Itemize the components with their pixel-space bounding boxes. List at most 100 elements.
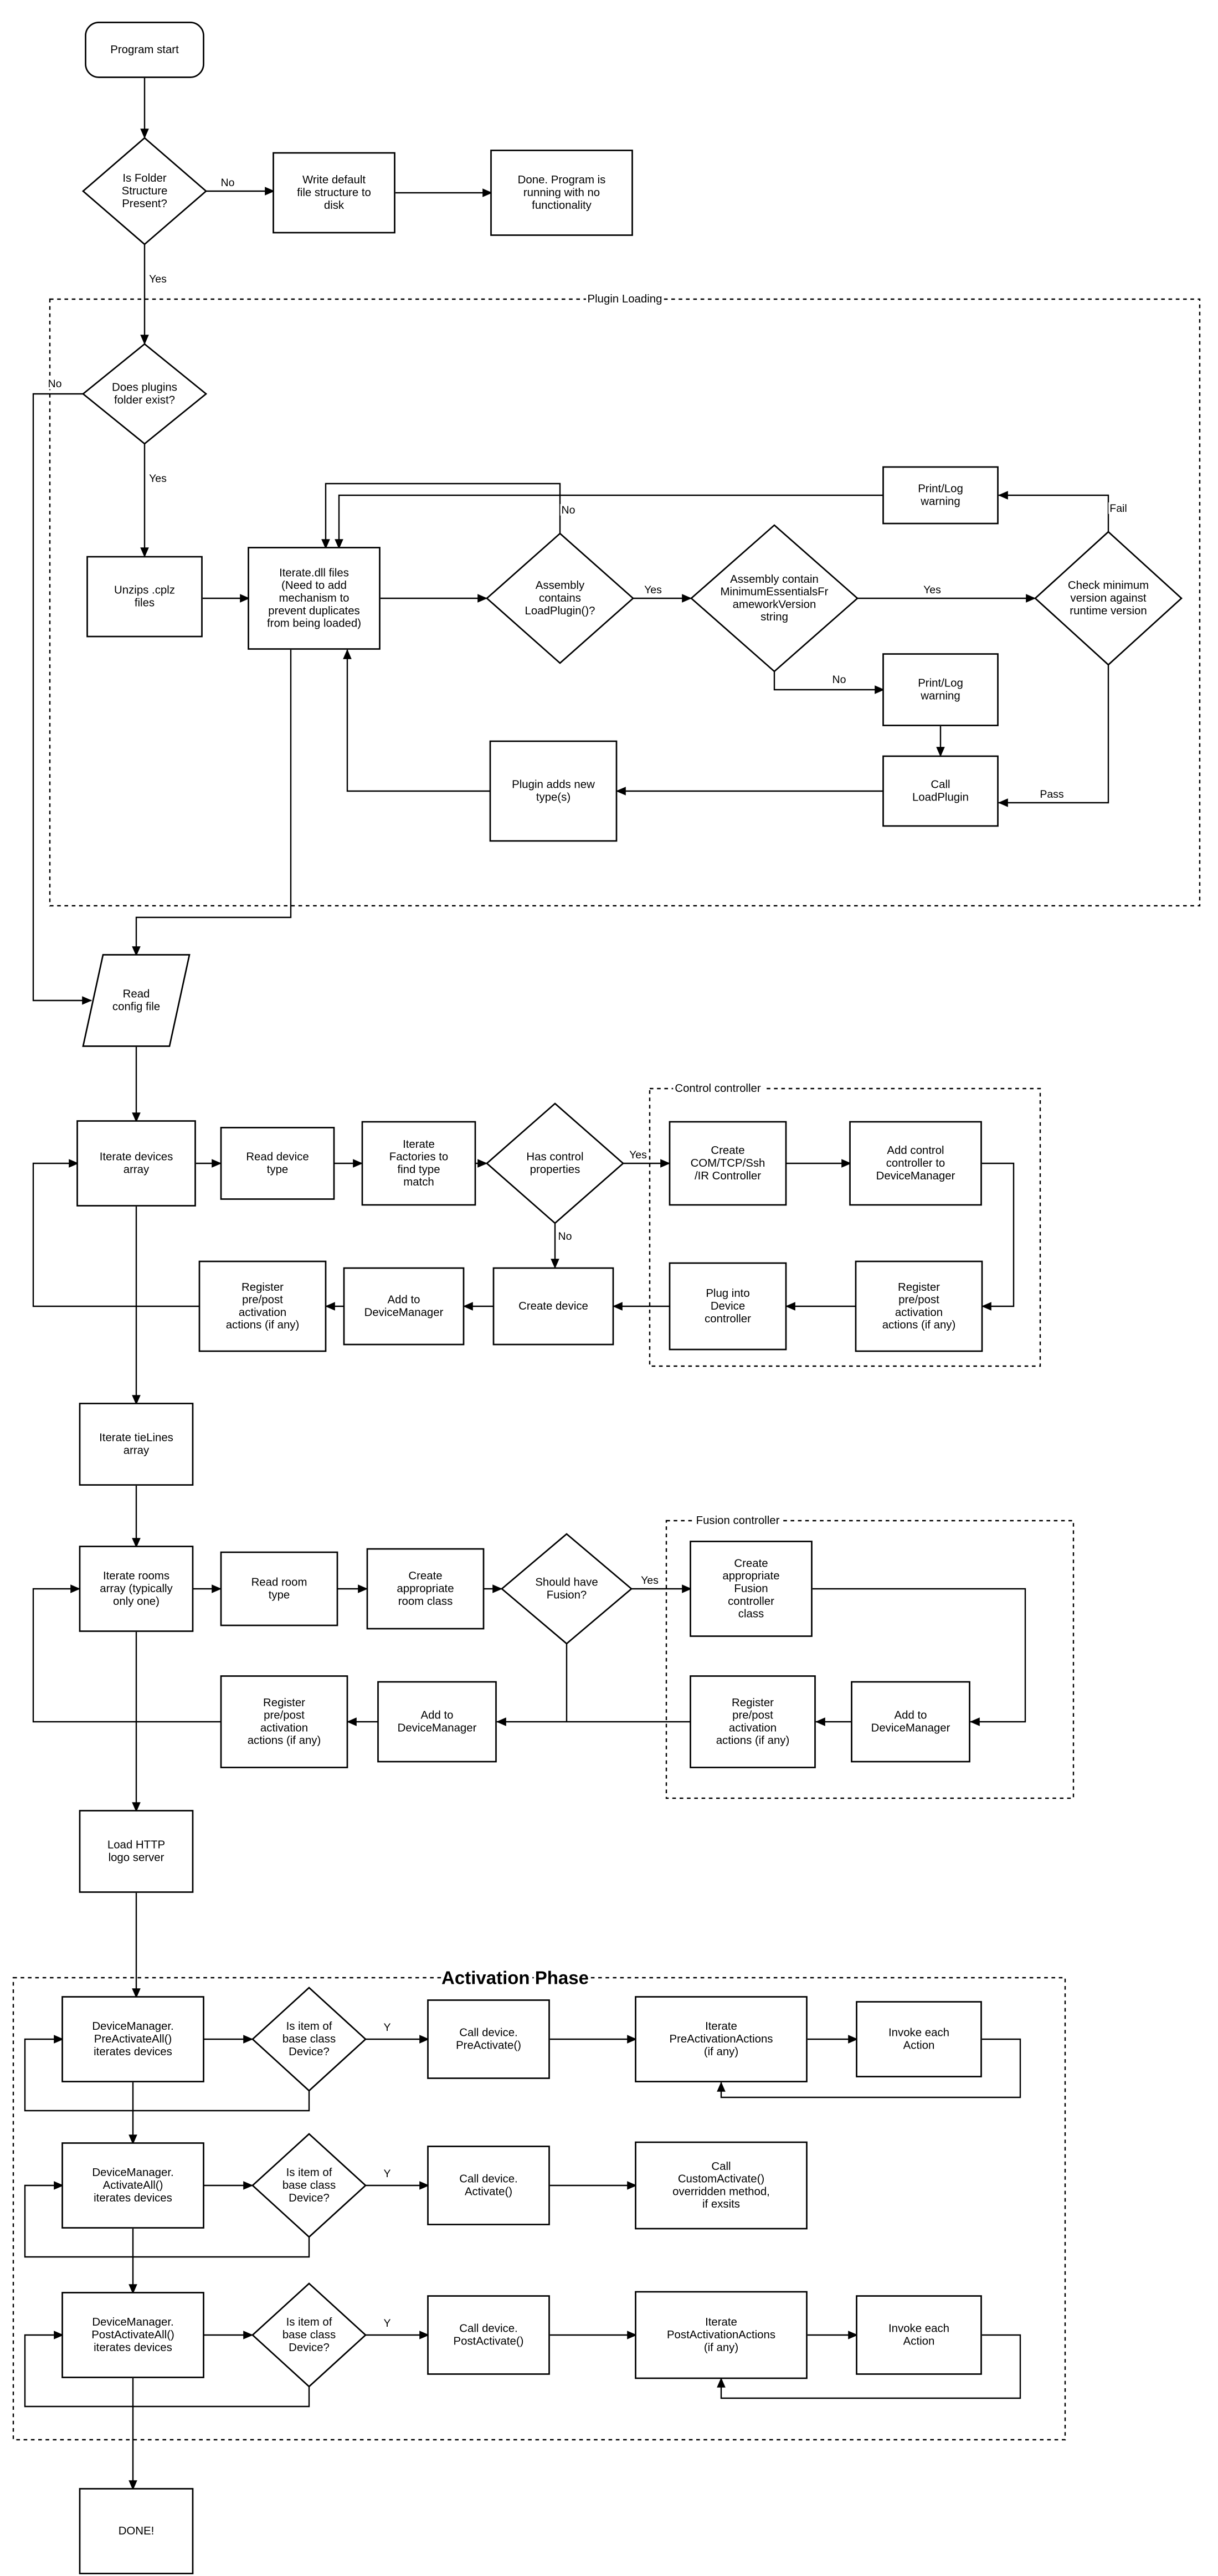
flow-arrow-14: No <box>773 671 885 694</box>
node-label-call-device-activate: Call device.Activate() <box>459 2173 517 2198</box>
flow-label: No <box>221 177 235 189</box>
container-label-activation-phase: Activation Phase <box>441 1968 589 1988</box>
flow-label: Y <box>383 2021 390 2034</box>
flow-arrow-4: Yes <box>140 244 169 345</box>
flow-arrow-2: No <box>206 175 275 196</box>
flow-label: Yes <box>641 1574 659 1587</box>
flow-arrow-19 <box>132 650 292 957</box>
flow-arrow-51 <box>717 2038 1021 2098</box>
flow-arrow-48: Y <box>366 2019 430 2044</box>
flow-arrow-55: Y <box>366 2166 430 2190</box>
node-label-program-start: Program start <box>110 44 179 56</box>
flow-label: No <box>562 504 575 516</box>
flow-arrow-57 <box>24 2181 310 2258</box>
container-label-control-controller: Control controller <box>675 1082 760 1095</box>
flow-arrow-18 <box>343 649 490 792</box>
flow-label: Y <box>383 2317 390 2329</box>
node-label-create-device: Create device <box>518 1300 588 1312</box>
node-program-start: Program start <box>85 22 204 78</box>
flow-arrow-26 <box>981 1162 1015 1311</box>
flow-arrow-44 <box>32 1584 221 1723</box>
flow-arrow-39 <box>813 1588 1026 1726</box>
flow-arrow-24: Yes <box>623 1147 671 1168</box>
flow-arrow-12 <box>335 494 884 550</box>
node-call-device-activate: Call device.Activate() <box>427 2146 550 2225</box>
flow-label: Fail <box>1109 502 1127 515</box>
flow-arrow-63 <box>717 2334 1021 2399</box>
node-label-devicemanager-activateall: DeviceManager.ActivateAll()iterates devi… <box>92 2167 173 2204</box>
node-label-done: DONE! <box>119 2525 155 2537</box>
node-label-call-device-preactivate: Call device.PreActivate() <box>456 2027 521 2052</box>
flow-label: Yes <box>149 273 167 285</box>
container-activation-phase: Activation Phase <box>12 1965 1066 2441</box>
flow-label: Pass <box>1040 788 1064 800</box>
flow-label: Yes <box>629 1149 647 1161</box>
flow-arrow-9: Yes <box>633 582 692 603</box>
flow-label: Yes <box>149 473 167 485</box>
flow-arrow-5: Yes <box>140 444 169 558</box>
flow-arrow-10: Yes <box>857 582 1036 603</box>
flow-arrow-52 <box>24 2035 310 2112</box>
flow-arrow-6: No <box>32 376 92 1005</box>
container-plugin-loading: Plugin Loading <box>49 291 1201 907</box>
flow-label: No <box>48 378 62 390</box>
node-label-devicemanager-postactivateall: DeviceManager.PostActivateAll()iterates … <box>91 2316 174 2354</box>
node-call-device-postactivate: Call device.PostActivate() <box>427 2295 550 2375</box>
container-label-fusion-controller: Fusion controller <box>696 1515 780 1527</box>
flow-arrow-64 <box>24 2331 310 2408</box>
flow-label: No <box>832 674 846 686</box>
container-label-plugin-loading: Plugin Loading <box>588 293 662 305</box>
flow-arrow-38: Yes <box>631 1572 692 1593</box>
